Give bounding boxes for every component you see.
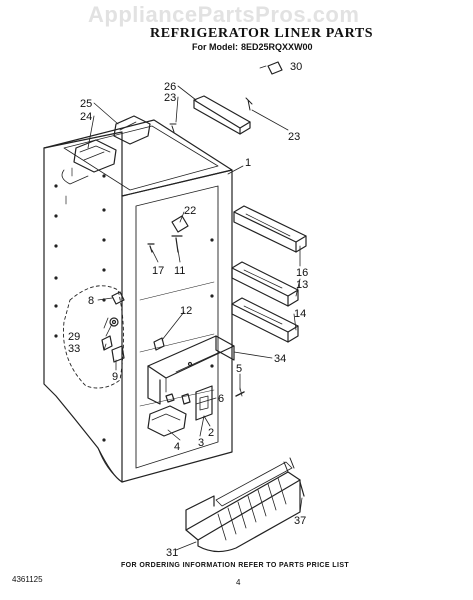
- part-30-clip: [267, 61, 283, 75]
- callout-23-right: 23: [288, 131, 300, 143]
- watermark: AppliancePartsPros.com: [88, 2, 360, 27]
- crisper-support-34: [147, 335, 235, 405]
- model-number: 8ED25RQXXW00: [241, 42, 313, 52]
- ordering-note: FOR ORDERING INFORMATION REFER TO PARTS …: [121, 562, 350, 569]
- callout-12: 12: [180, 305, 192, 317]
- refrigerator-liner: [43, 119, 233, 483]
- callout-17: 17: [152, 265, 164, 277]
- callout-30: 30: [290, 61, 302, 73]
- callout-1: 1: [245, 157, 251, 169]
- callout-26: 26: [164, 81, 176, 93]
- model-line: For Model:8ED25RQXXW00: [189, 42, 313, 52]
- document-number: 4361125: [12, 575, 43, 584]
- lower-bracket-cluster: [147, 385, 245, 437]
- callout-9: 9: [112, 371, 118, 383]
- callout-13: 13: [296, 279, 308, 291]
- callout-5: 5: [236, 363, 242, 375]
- callout-33: 33: [68, 343, 80, 355]
- callout-34: 34: [274, 353, 286, 365]
- leader-lines: [87, 65, 303, 551]
- callout-14: 14: [294, 308, 306, 320]
- top-bracket: [193, 95, 253, 135]
- light-socket-parts: [101, 291, 125, 363]
- center-fasteners: [147, 215, 189, 351]
- callout-6: 6: [218, 393, 224, 405]
- callout-25: 25: [80, 98, 92, 110]
- callout-24: 24: [80, 111, 92, 123]
- callout-31: 31: [166, 547, 178, 559]
- callout-16: 16: [296, 267, 308, 279]
- page-title: REFRIGERATOR LINER PARTS: [150, 26, 374, 41]
- crisper-cover-31: [185, 457, 305, 553]
- callout-11: 11: [174, 265, 185, 277]
- callout-labels: 1 30 26 23 23 25 24 22 17 11 16 13 14 12…: [68, 61, 308, 559]
- callout-23-top: 23: [164, 92, 176, 104]
- callout-22: 22: [184, 205, 196, 217]
- callout-4: 4: [174, 441, 180, 453]
- callout-2: 2: [208, 427, 214, 439]
- callout-8: 8: [88, 295, 94, 307]
- light-housing-assembly: [61, 115, 177, 185]
- shelf-support-14: [231, 297, 299, 343]
- callout-29: 29: [68, 331, 80, 343]
- shelf-support-13: [231, 261, 299, 307]
- page-number: 4: [236, 578, 241, 587]
- callout-37: 37: [294, 515, 306, 527]
- callout-3: 3: [198, 437, 204, 449]
- shelf-support-16: [233, 205, 307, 253]
- model-prefix: For Model:: [192, 42, 238, 52]
